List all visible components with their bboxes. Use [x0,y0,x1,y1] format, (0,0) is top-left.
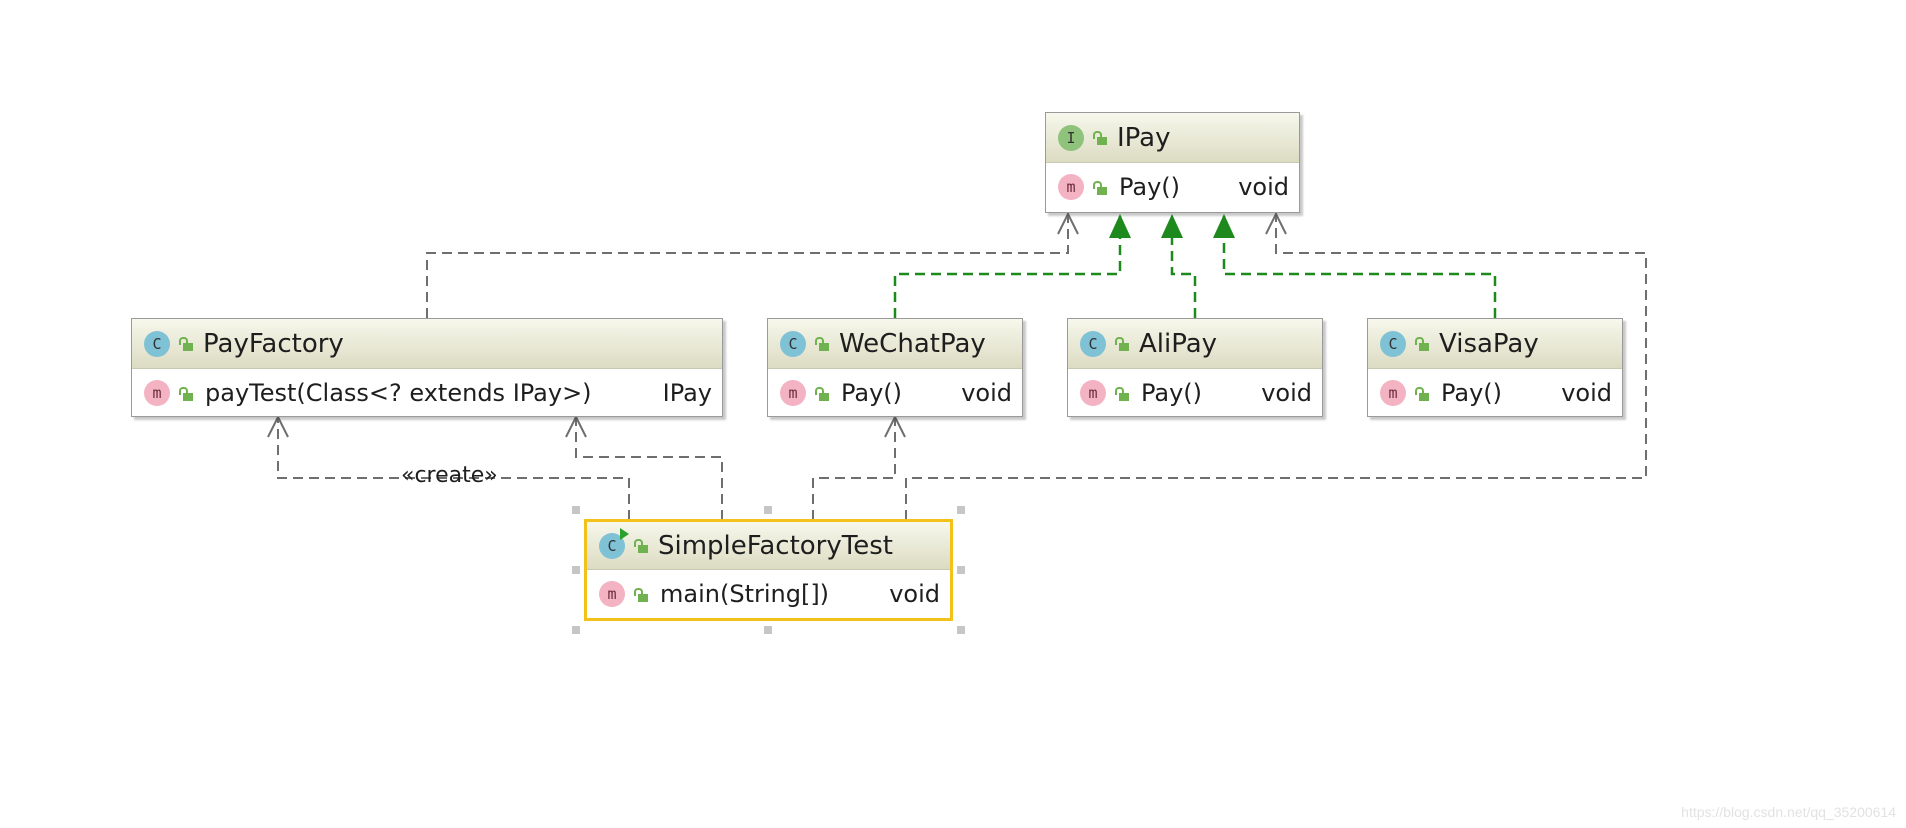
public-lock-icon [634,539,648,553]
interface-icon: I [1058,124,1084,151]
member-row[interactable]: m Pay() void [1368,369,1622,417]
member-type: void [961,379,1012,407]
runnable-class-icon: C [599,527,629,559]
member-row[interactable]: m Pay() void [1046,163,1299,211]
public-lock-icon [1115,386,1129,401]
node-header: I IPay [1046,113,1299,163]
open-arrowhead [267,414,289,438]
member-name: main(String[]) [660,580,830,608]
class-icon: C [1380,330,1406,357]
class-node-wechatpay[interactable]: C WeChatPay m Pay() void [767,318,1023,417]
resize-handle-bottom-left[interactable] [572,626,580,634]
open-arrowhead [884,414,906,438]
class-icon: C [1080,330,1106,357]
create-stereotype-label: «create» [401,463,498,488]
node-header: C PayFactory [132,319,722,369]
realization-edge-visapay-ipay[interactable] [1222,216,1497,318]
realization-edge-alipay-ipay[interactable] [1170,216,1197,318]
member-type: void [1561,379,1612,407]
member-type: IPay [662,379,712,407]
node-title: AliPay [1139,328,1218,359]
node-header: C VisaPay [1368,319,1622,369]
class-icon: C [780,330,806,357]
class-node-simplefactorytest[interactable]: C SimpleFactoryTest m main(String[]) voi… [584,519,953,621]
run-badge-icon [620,527,629,540]
public-lock-icon [179,386,193,401]
node-header: C WeChatPay [768,319,1022,369]
resize-handle-right[interactable] [957,566,965,574]
node-title: PayFactory [203,328,344,359]
realization-edge-wechatpay-ipay[interactable] [893,216,1122,318]
public-lock-icon [815,337,829,351]
public-lock-icon [1093,131,1107,145]
resize-handle-left[interactable] [572,566,580,574]
public-lock-icon [179,337,193,351]
node-header: C AliPay [1068,319,1322,369]
watermark: https://blog.csdn.net/qq_35200614 [1681,804,1896,820]
node-header: C SimpleFactoryTest [587,522,950,570]
public-lock-icon [815,386,829,401]
node-title: VisaPay [1439,328,1539,359]
resize-handle-top-left[interactable] [572,506,580,514]
open-arrowhead [565,414,587,438]
resize-handle-top[interactable] [764,506,772,514]
member-row[interactable]: m Pay() void [1068,369,1322,417]
open-arrowhead [1265,211,1287,235]
resize-handle-bottom[interactable] [764,626,772,634]
member-type: void [889,580,940,608]
public-lock-icon [1415,337,1429,351]
member-name: Pay() [1141,379,1203,407]
resize-handle-bottom-right[interactable] [957,626,965,634]
member-name: Pay() [1441,379,1503,407]
class-node-payfactory[interactable]: C PayFactory m payTest(Class<? extends I… [131,318,723,417]
static-method-icon: m [599,581,625,607]
dependency-edge-simplefactorytest-payfactory[interactable] [575,419,723,520]
dependency-edge-simplefactorytest-wechatpay[interactable] [812,419,896,520]
member-name: payTest(Class<? extends IPay>) [205,379,592,407]
class-node-visapay[interactable]: C VisaPay m Pay() void [1367,318,1623,417]
open-arrowhead [1057,211,1079,235]
class-node-alipay[interactable]: C AliPay m Pay() void [1067,318,1323,417]
method-icon: m [1080,380,1106,406]
member-type: void [1238,173,1289,201]
member-row[interactable]: m Pay() void [768,369,1022,417]
node-title: WeChatPay [839,328,986,359]
create-dependency-edge[interactable] [277,419,630,520]
dependency-edge-payfactory-ipay[interactable] [426,216,1069,318]
filled-triangle-arrowhead [1109,214,1131,238]
public-lock-icon [634,587,648,602]
member-row[interactable]: m payTest(Class<? extends IPay>) IPay [132,369,722,417]
node-title: SimpleFactoryTest [658,530,893,561]
filled-triangle-arrowhead [1161,214,1183,238]
method-icon: m [1058,174,1084,200]
member-name: Pay() [1119,173,1181,201]
dependency-edge-simplefactorytest-ipay[interactable] [905,216,1647,520]
method-icon: m [1380,380,1406,406]
class-icon: C [144,330,170,357]
member-type: void [1261,379,1312,407]
member-name: Pay() [841,379,903,407]
member-row[interactable]: m main(String[]) void [587,570,950,618]
public-lock-icon [1415,386,1429,401]
filled-triangle-arrowhead [1213,214,1235,238]
public-lock-icon [1115,337,1129,351]
resize-handle-top-right[interactable] [957,506,965,514]
method-icon: m [780,380,806,406]
public-lock-icon [1093,180,1107,195]
class-node-ipay[interactable]: I IPay m Pay() void [1045,112,1300,213]
method-icon: m [144,380,170,406]
node-title: IPay [1117,122,1171,153]
